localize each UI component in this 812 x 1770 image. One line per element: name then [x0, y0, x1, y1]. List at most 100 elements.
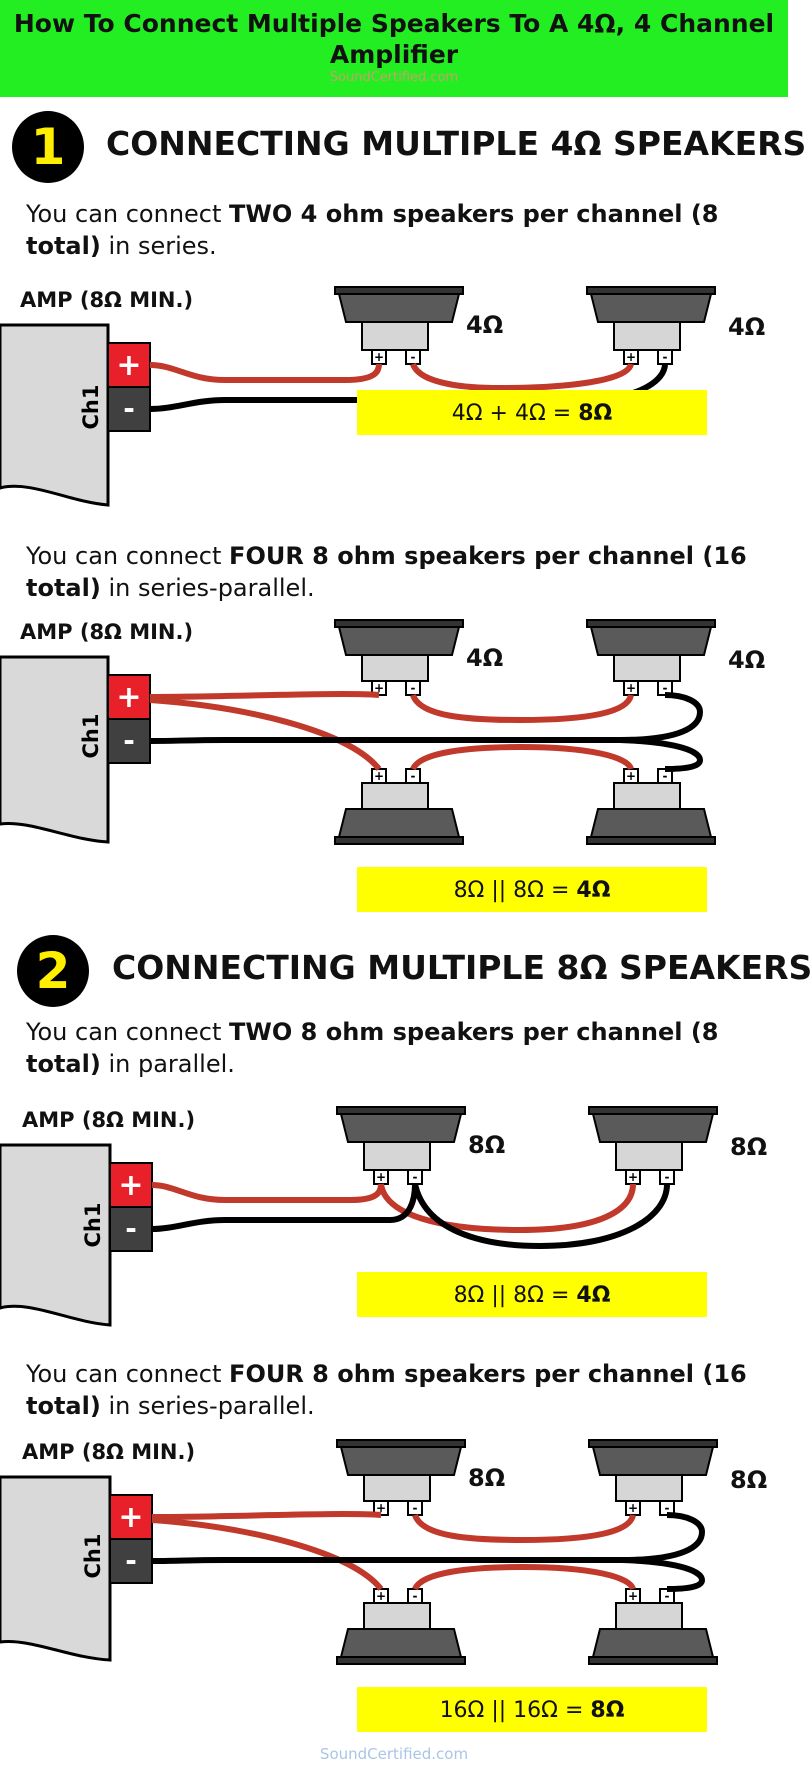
- positive-wire: [149, 362, 382, 383]
- description-emphasis: TWO 8 ohm speakers per channel (8 total): [26, 1018, 719, 1078]
- speaker-impedance-label: 4Ω: [466, 311, 503, 339]
- speaker: + -: [586, 619, 716, 696]
- positive-symbol: +: [118, 1168, 143, 1203]
- amplifier-body: [0, 323, 110, 507]
- example-description: You can connect TWO 8 ohm speakers per c…: [26, 1016, 766, 1080]
- positive-symbol: +: [116, 680, 141, 715]
- negative-terminal: [109, 1206, 153, 1252]
- svg-text:+: +: [374, 350, 384, 364]
- speaker: + -: [334, 286, 464, 365]
- negative-symbol: -: [123, 724, 135, 757]
- svg-text:+: +: [626, 681, 636, 695]
- positive-wire: [149, 697, 382, 771]
- positive-symbol: +: [118, 1500, 143, 1535]
- svg-text:-: -: [663, 350, 668, 364]
- wiring-diagram-series-parallel: Ch1 + - + - + - + - + - 8Ω 8Ω: [0, 1439, 767, 1732]
- positive-parallel-wire: [378, 1183, 636, 1234]
- speaker: + -: [336, 1588, 466, 1665]
- channel-label: Ch1: [81, 1203, 105, 1248]
- svg-text:+: +: [628, 1589, 638, 1603]
- section-2-heading: 2 CONNECTING MULTIPLE 8Ω SPEAKERS: [0, 930, 812, 1010]
- svg-text:+: +: [374, 769, 384, 783]
- series-link-wire: [412, 1513, 636, 1544]
- source-credit: SoundCertified.com: [329, 70, 459, 85]
- svg-text:-: -: [413, 1501, 418, 1515]
- svg-text:-: -: [411, 681, 416, 695]
- amplifier-body: [0, 1475, 112, 1662]
- description-text: in series.: [100, 232, 217, 260]
- channel-label: Ch1: [81, 1534, 105, 1579]
- description-text: You can connect: [26, 542, 230, 570]
- description-text: You can connect: [26, 1018, 230, 1046]
- impedance-formula: 16Ω || 16Ω = 8Ω: [440, 1698, 625, 1723]
- negative-wire: [151, 1512, 706, 1564]
- footer-credit: SoundCertified.com: [319, 1745, 469, 1763]
- negative-wire: [619, 737, 704, 772]
- svg-text:-: -: [665, 1170, 670, 1184]
- impedance-formula-box: [357, 1687, 707, 1732]
- series-link-wire: [410, 743, 634, 771]
- series-link-wire: [410, 362, 634, 392]
- speaker: + -: [588, 1588, 718, 1665]
- speaker: + -: [336, 1106, 466, 1185]
- speaker-impedance-label: 8Ω: [730, 1133, 767, 1161]
- wiring-diagram-series-parallel: Ch1 + - + - + - + - + - 4: [0, 619, 765, 912]
- positive-wire: [149, 691, 380, 700]
- amplifier-body: [0, 655, 110, 844]
- description-emphasis: FOUR 8 ohm speakers per channel (16 tota…: [26, 542, 747, 602]
- positive-wire: [151, 1517, 384, 1591]
- svg-text:-: -: [665, 1589, 670, 1603]
- negative-symbol: -: [123, 392, 135, 425]
- negative-terminal: [107, 386, 151, 432]
- speaker-impedance-label: 4Ω: [728, 313, 765, 341]
- description-text: in parallel.: [100, 1050, 235, 1078]
- svg-text:-: -: [411, 350, 416, 364]
- negative-symbol: -: [125, 1212, 137, 1245]
- speaker: + -: [334, 619, 464, 696]
- title-banner: How To Connect Multiple Speakers To A 4Ω…: [0, 0, 788, 97]
- example-description: You can connect FOUR 8 ohm speakers per …: [26, 1358, 766, 1422]
- example-description: You can connect FOUR 8 ohm speakers per …: [26, 540, 766, 604]
- svg-text:+: +: [374, 681, 384, 695]
- description-text: You can connect: [26, 1360, 230, 1388]
- section-1-heading: 1 CONNECTING MULTIPLE 4Ω SPEAKERS: [0, 108, 806, 188]
- positive-terminal: [109, 1494, 153, 1540]
- description-text: You can connect: [26, 200, 230, 228]
- description-emphasis: TWO 4 ohm speakers per channel (8 total): [26, 200, 719, 260]
- svg-text:+: +: [626, 769, 636, 783]
- svg-text:-: -: [665, 1501, 670, 1515]
- amp-label: AMP (8Ω MIN.): [20, 620, 194, 644]
- example-description: You can connect TWO 4 ohm speakers per c…: [26, 198, 766, 262]
- negative-symbol: -: [125, 1544, 137, 1577]
- amplifier-body: [0, 1143, 112, 1327]
- section-number-badge: 1: [12, 111, 84, 183]
- svg-text:+: +: [628, 1501, 638, 1515]
- negative-wire: [149, 692, 704, 744]
- description-text: in series-parallel.: [100, 574, 315, 602]
- positive-wire: [151, 1511, 382, 1520]
- positive-symbol: +: [116, 348, 141, 383]
- series-link-wire: [410, 693, 634, 724]
- description-emphasis: FOUR 8 ohm speakers per channel (16 tota…: [26, 1360, 747, 1420]
- channel-label: Ch1: [79, 385, 103, 430]
- speaker: + -: [586, 286, 716, 365]
- negative-parallel-wire: [412, 1183, 670, 1250]
- svg-text:+: +: [376, 1589, 386, 1603]
- speaker: + -: [336, 1439, 466, 1516]
- impedance-formula: 8Ω || 8Ω = 4Ω: [454, 1283, 611, 1308]
- negative-terminal: [107, 718, 151, 764]
- positive-terminal: [107, 342, 151, 388]
- svg-text:-: -: [413, 1589, 418, 1603]
- svg-text:+: +: [376, 1501, 386, 1515]
- speaker-impedance-label: 8Ω: [468, 1131, 505, 1159]
- svg-text:-: -: [413, 1170, 418, 1184]
- impedance-formula: 8Ω || 8Ω = 4Ω: [454, 878, 611, 903]
- description-text: in series-parallel.: [100, 1392, 315, 1420]
- speaker: + -: [588, 1439, 718, 1516]
- impedance-formula-box: [357, 867, 707, 912]
- wiring-diagram-series: Ch1 + - + - + - 4Ω 4Ω 4Ω + 4Ω = 8Ω: [0, 286, 765, 507]
- negative-wire: [151, 1183, 418, 1232]
- speaker-impedance-label: 4Ω: [466, 644, 503, 672]
- impedance-formula-box: [357, 390, 707, 435]
- svg-text:+: +: [626, 350, 636, 364]
